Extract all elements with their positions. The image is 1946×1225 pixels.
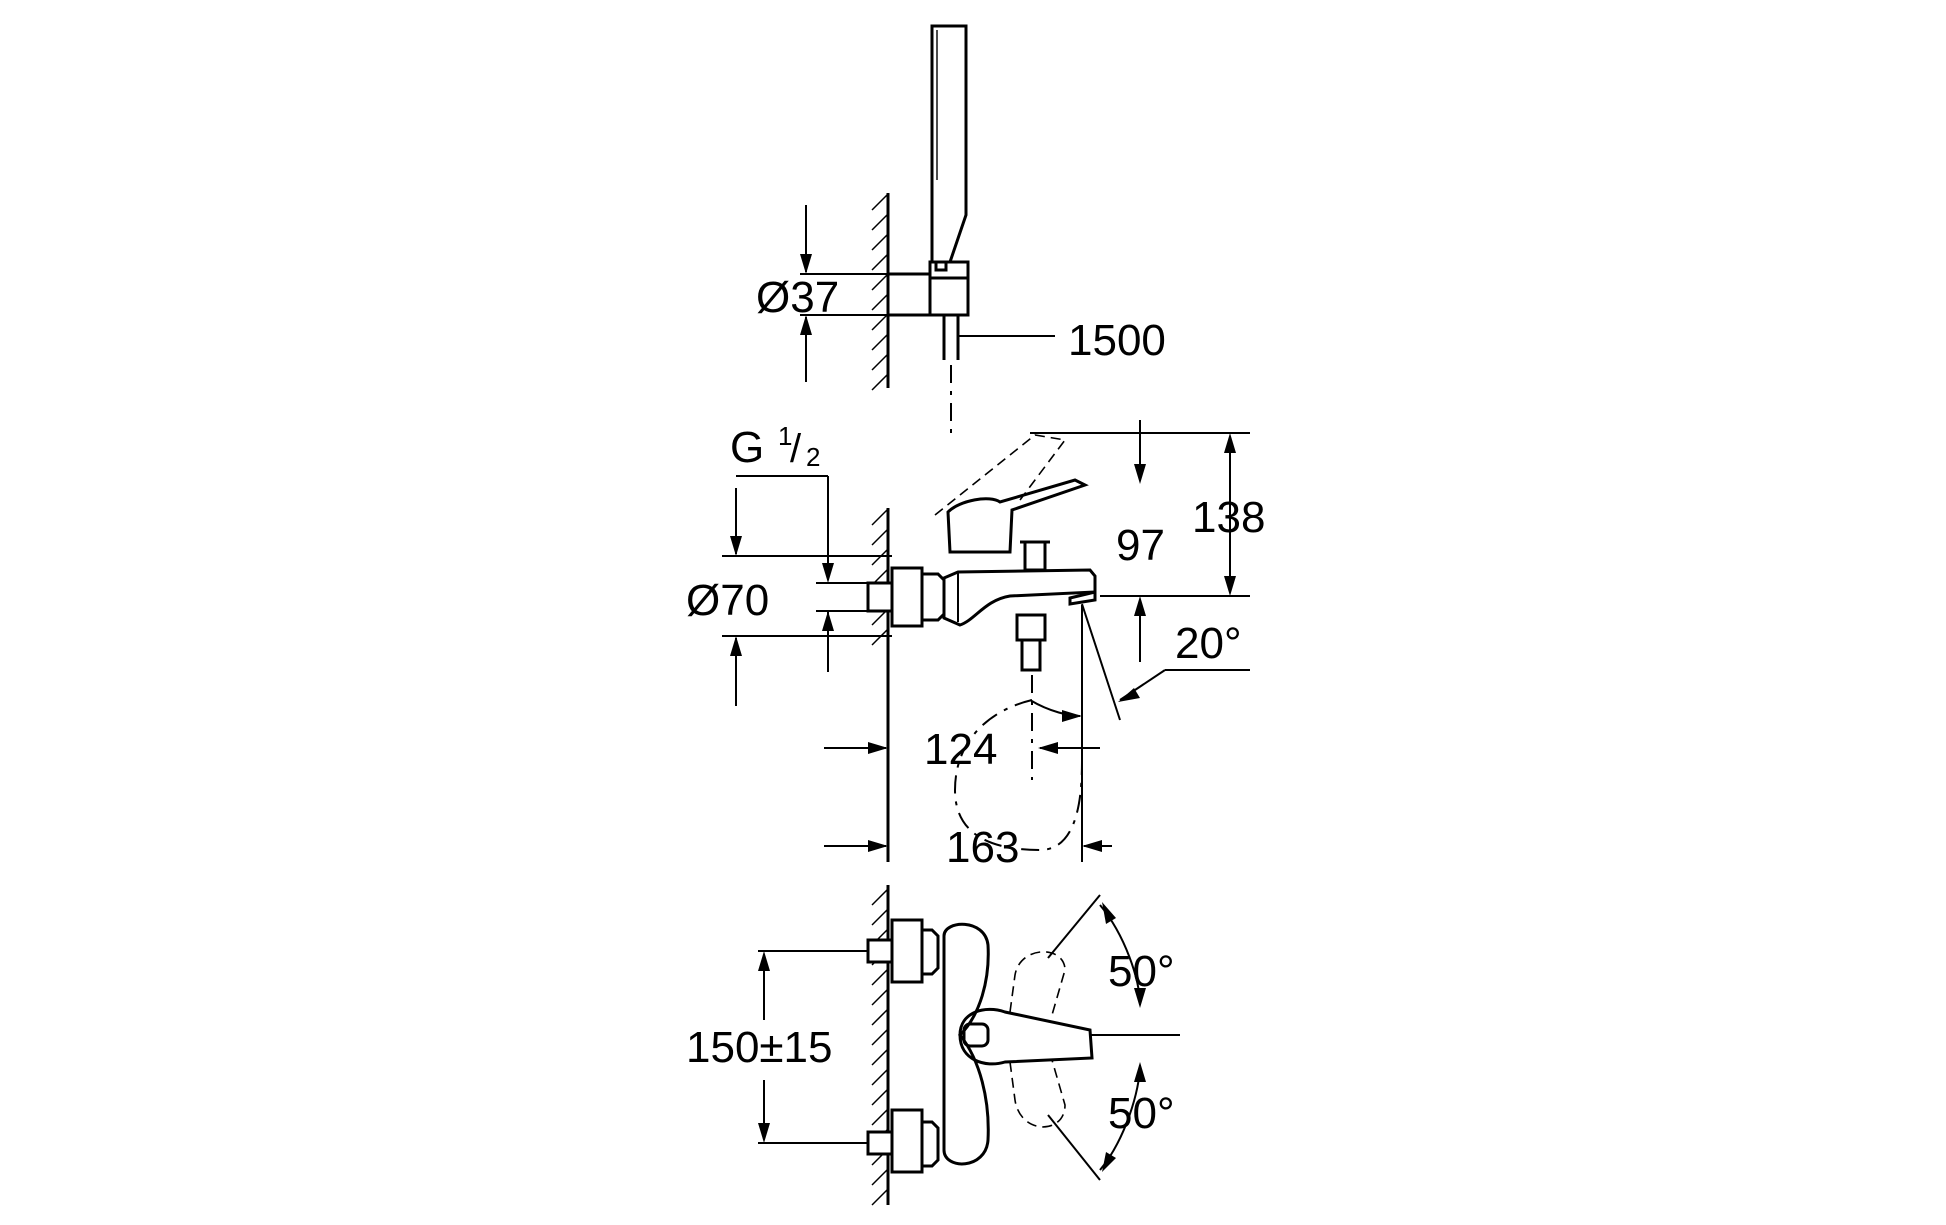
- spout-angle-label: 20°: [1175, 619, 1242, 668]
- wall-hatching-top: [871, 193, 889, 391]
- front-lever: [958, 1007, 1094, 1066]
- thread-numerator: 1: [778, 421, 792, 451]
- hose-length-label: 1500: [1068, 316, 1166, 365]
- wall-hatching-bottom: [871, 888, 889, 1206]
- shower-holder: [886, 272, 970, 317]
- thread-slash: /: [790, 427, 802, 471]
- mixer-lever: [946, 478, 1089, 554]
- mixer-front-view: 50° 50° 150±15: [686, 885, 1180, 1206]
- total-height-label: 138: [1192, 493, 1265, 542]
- thread-letter: G: [730, 423, 764, 472]
- connection-centers-label: 150±15: [686, 1023, 833, 1072]
- spout-projection-a-label: 124: [924, 725, 997, 774]
- spout-projection-b-label: 163: [946, 823, 1019, 872]
- mixer-body: [942, 568, 1097, 627]
- lever-height-label: 97: [1116, 521, 1165, 570]
- thread-denominator: 2: [806, 442, 820, 472]
- wall-hatching-middle: [871, 508, 889, 646]
- lever-angle-top-label: 50°: [1108, 947, 1175, 996]
- lever-angle-bottom-label: 50°: [1108, 1089, 1175, 1138]
- mixer-side-view: G 1 / 2 Ø70 97 138: [686, 420, 1265, 872]
- holder-diameter-label: Ø37: [756, 273, 839, 322]
- escutcheon-diameter-label: Ø70: [686, 576, 769, 625]
- hand-shower-view: 1500 Ø37: [756, 24, 1166, 440]
